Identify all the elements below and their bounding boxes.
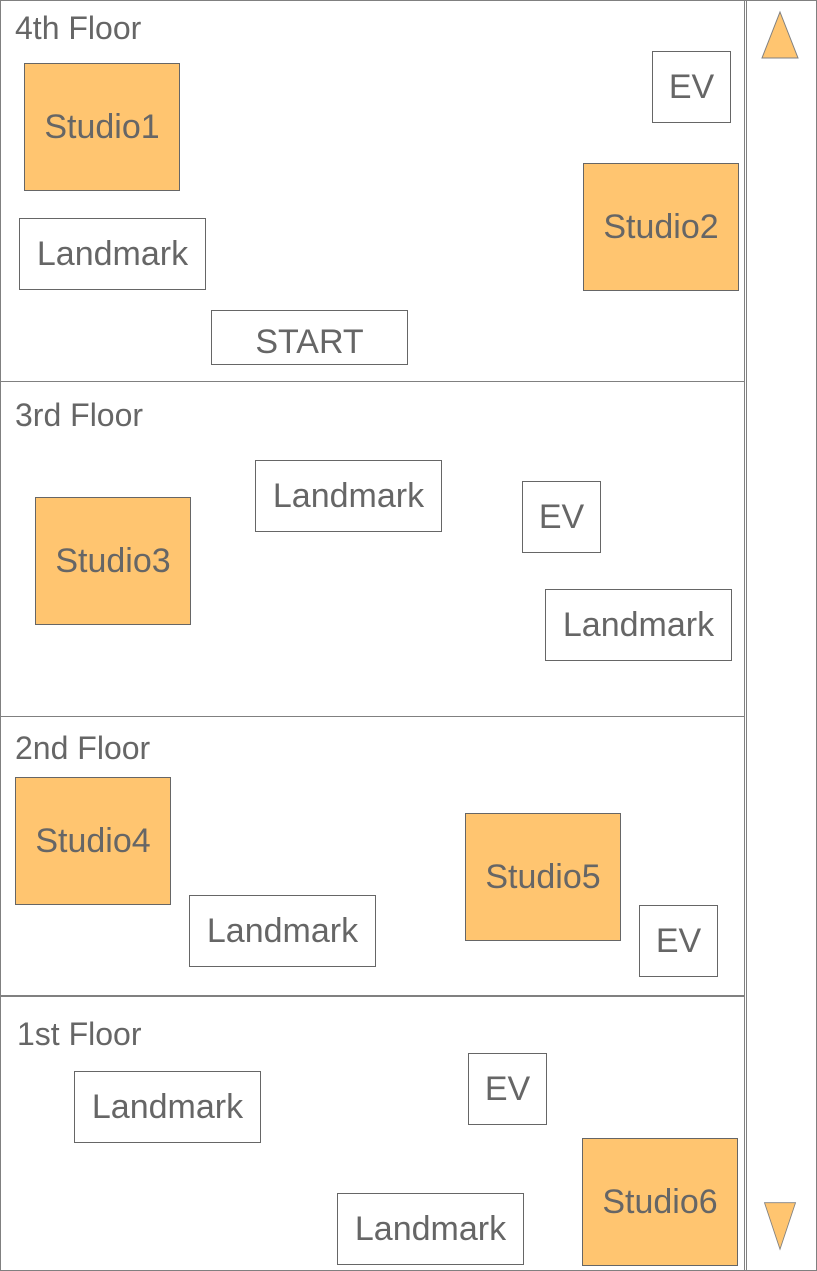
floor-title: 2nd Floor — [15, 730, 151, 766]
studio5-box[interactable]: Studio5 — [465, 813, 621, 941]
triangle-up-icon[interactable] — [760, 10, 800, 60]
studio2-box[interactable]: Studio2 — [583, 163, 739, 291]
ev-box-4f[interactable]: EV — [652, 51, 731, 123]
studio3-box[interactable]: Studio3 — [35, 497, 191, 625]
studio4-box[interactable]: Studio4 — [15, 777, 171, 905]
landmark-box-3f-b[interactable]: Landmark — [545, 589, 732, 661]
landmark-box-2f[interactable]: Landmark — [189, 895, 376, 967]
start-box[interactable]: START — [211, 310, 408, 365]
floor-2-panel: 2nd Floor — [0, 716, 745, 996]
studio6-box[interactable]: Studio6 — [582, 1138, 738, 1266]
floor-title: 3rd Floor — [15, 397, 144, 433]
ev-box-3f[interactable]: EV — [522, 481, 601, 553]
ev-box-2f[interactable]: EV — [639, 905, 718, 977]
studio1-box[interactable]: Studio1 — [24, 63, 180, 191]
landmark-box-1f-a[interactable]: Landmark — [74, 1071, 261, 1143]
triangle-down-icon[interactable] — [760, 1201, 800, 1251]
landmark-box-3f-a[interactable]: Landmark — [255, 460, 442, 532]
landmark-box-4f[interactable]: Landmark — [19, 218, 206, 290]
ev-box-1f[interactable]: EV — [468, 1053, 547, 1125]
floor-title: 1st Floor — [17, 1016, 142, 1052]
landmark-box-1f-b[interactable]: Landmark — [337, 1193, 524, 1265]
floor-navigation-bar — [746, 0, 817, 1271]
floor-title: 4th Floor — [15, 10, 142, 46]
